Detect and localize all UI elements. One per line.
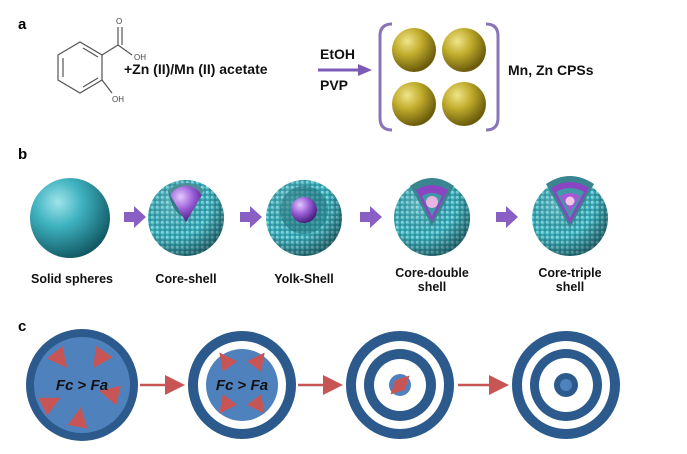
gold-sphere	[392, 28, 436, 72]
solvent-label: EtOH	[320, 46, 355, 62]
panel-label-b: b	[18, 146, 28, 163]
stage-label-core-shell: Core-shell	[155, 272, 217, 286]
gold-spheres	[392, 28, 486, 126]
panel-label-a: a	[18, 16, 27, 33]
stage-label-yolk-shell: Yolk-Shell	[274, 272, 334, 286]
gold-sphere	[392, 82, 436, 126]
stage-label-core-triple: Core-triple shell	[538, 266, 602, 294]
diffusion-stage-4	[512, 331, 620, 439]
surfactant-label: PVP	[320, 77, 349, 93]
stage-label-solid: Solid spheres	[31, 272, 113, 286]
gold-sphere	[442, 82, 486, 126]
core-shell-sphere	[148, 180, 224, 256]
salicylic-acid-structure	[57, 27, 133, 94]
molecule-oh-label: OH	[134, 53, 146, 62]
solid-sphere	[30, 178, 110, 258]
stage-arrow	[124, 206, 146, 228]
force-relation-2: Fc > Fa	[216, 377, 268, 394]
product-label: Mn, Zn CPSs	[508, 62, 594, 78]
force-relation-1: Fc > Fa	[56, 377, 108, 394]
diffusion-stage-1: Fc > Fa	[26, 329, 138, 441]
right-bracket	[485, 22, 500, 132]
diffusion-stage-2: Fc > Fa	[188, 331, 296, 439]
panel-label-c: c	[18, 318, 27, 335]
reagent-text: +Zn (II)/Mn (II) acetate	[124, 61, 268, 77]
yolk-shell-sphere	[266, 180, 342, 256]
stage-label-core-double: Core-double shell	[395, 266, 469, 294]
molecule-oh-label-bottom: OH	[112, 95, 124, 104]
reaction-arrow	[318, 64, 372, 76]
stage-arrow	[240, 206, 262, 228]
left-bracket	[378, 22, 393, 132]
diffusion-stage-3	[346, 331, 454, 439]
stage-arrow	[360, 206, 382, 228]
core-triple-shell-sphere	[532, 176, 608, 256]
gold-sphere	[442, 28, 486, 72]
stage-arrow	[496, 206, 518, 228]
stage-arrows	[124, 206, 518, 228]
molecule-o-label: O	[116, 17, 122, 26]
core-double-shell-sphere	[394, 178, 470, 256]
